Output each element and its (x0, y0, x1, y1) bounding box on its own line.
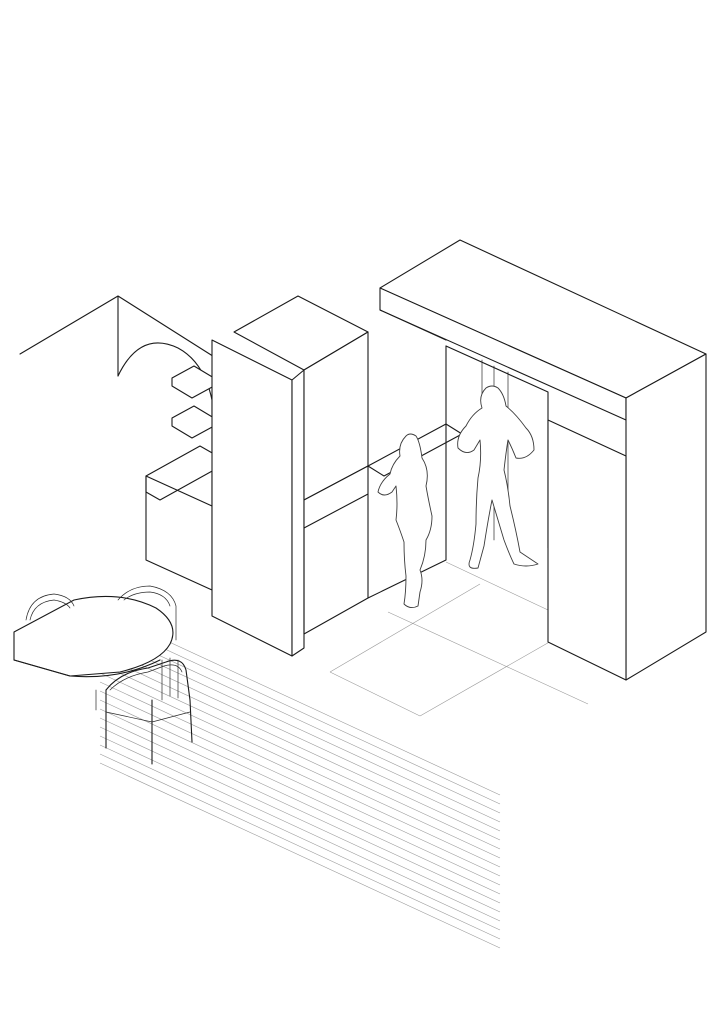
dining-chair (25, 585, 193, 765)
floor-plank-line (99, 654, 501, 841)
human-figure-woman (377, 433, 433, 609)
tall-wall-pier (211, 295, 369, 657)
tiled-floor (329, 561, 589, 717)
floor-plank-line (99, 735, 501, 922)
floor-plank-line (99, 645, 501, 832)
floor-plank-line (99, 699, 501, 886)
floor-plank-line (99, 681, 501, 868)
floor-plank-line (99, 753, 501, 940)
floor-plank-line (99, 762, 501, 949)
floor-plank-line (99, 744, 501, 931)
floor-plank-line (99, 708, 501, 895)
floor-plank-line (99, 618, 501, 805)
human-figure-man (457, 385, 539, 569)
arched-wall-with-shelves (19, 295, 239, 591)
floor-plank-line (99, 726, 501, 913)
floor-plank-line (99, 717, 501, 904)
portal-frame (379, 239, 707, 681)
floor-plank-line (99, 672, 501, 859)
shelf-upper (171, 365, 215, 399)
floor-plank-line (99, 636, 501, 823)
oval-dining-table (13, 595, 174, 711)
plank-floor (99, 609, 501, 949)
shelf-lower (171, 405, 215, 439)
floor-plank-line (99, 690, 501, 877)
floor-plank-line (99, 627, 501, 814)
floor-plank-line (99, 663, 501, 850)
